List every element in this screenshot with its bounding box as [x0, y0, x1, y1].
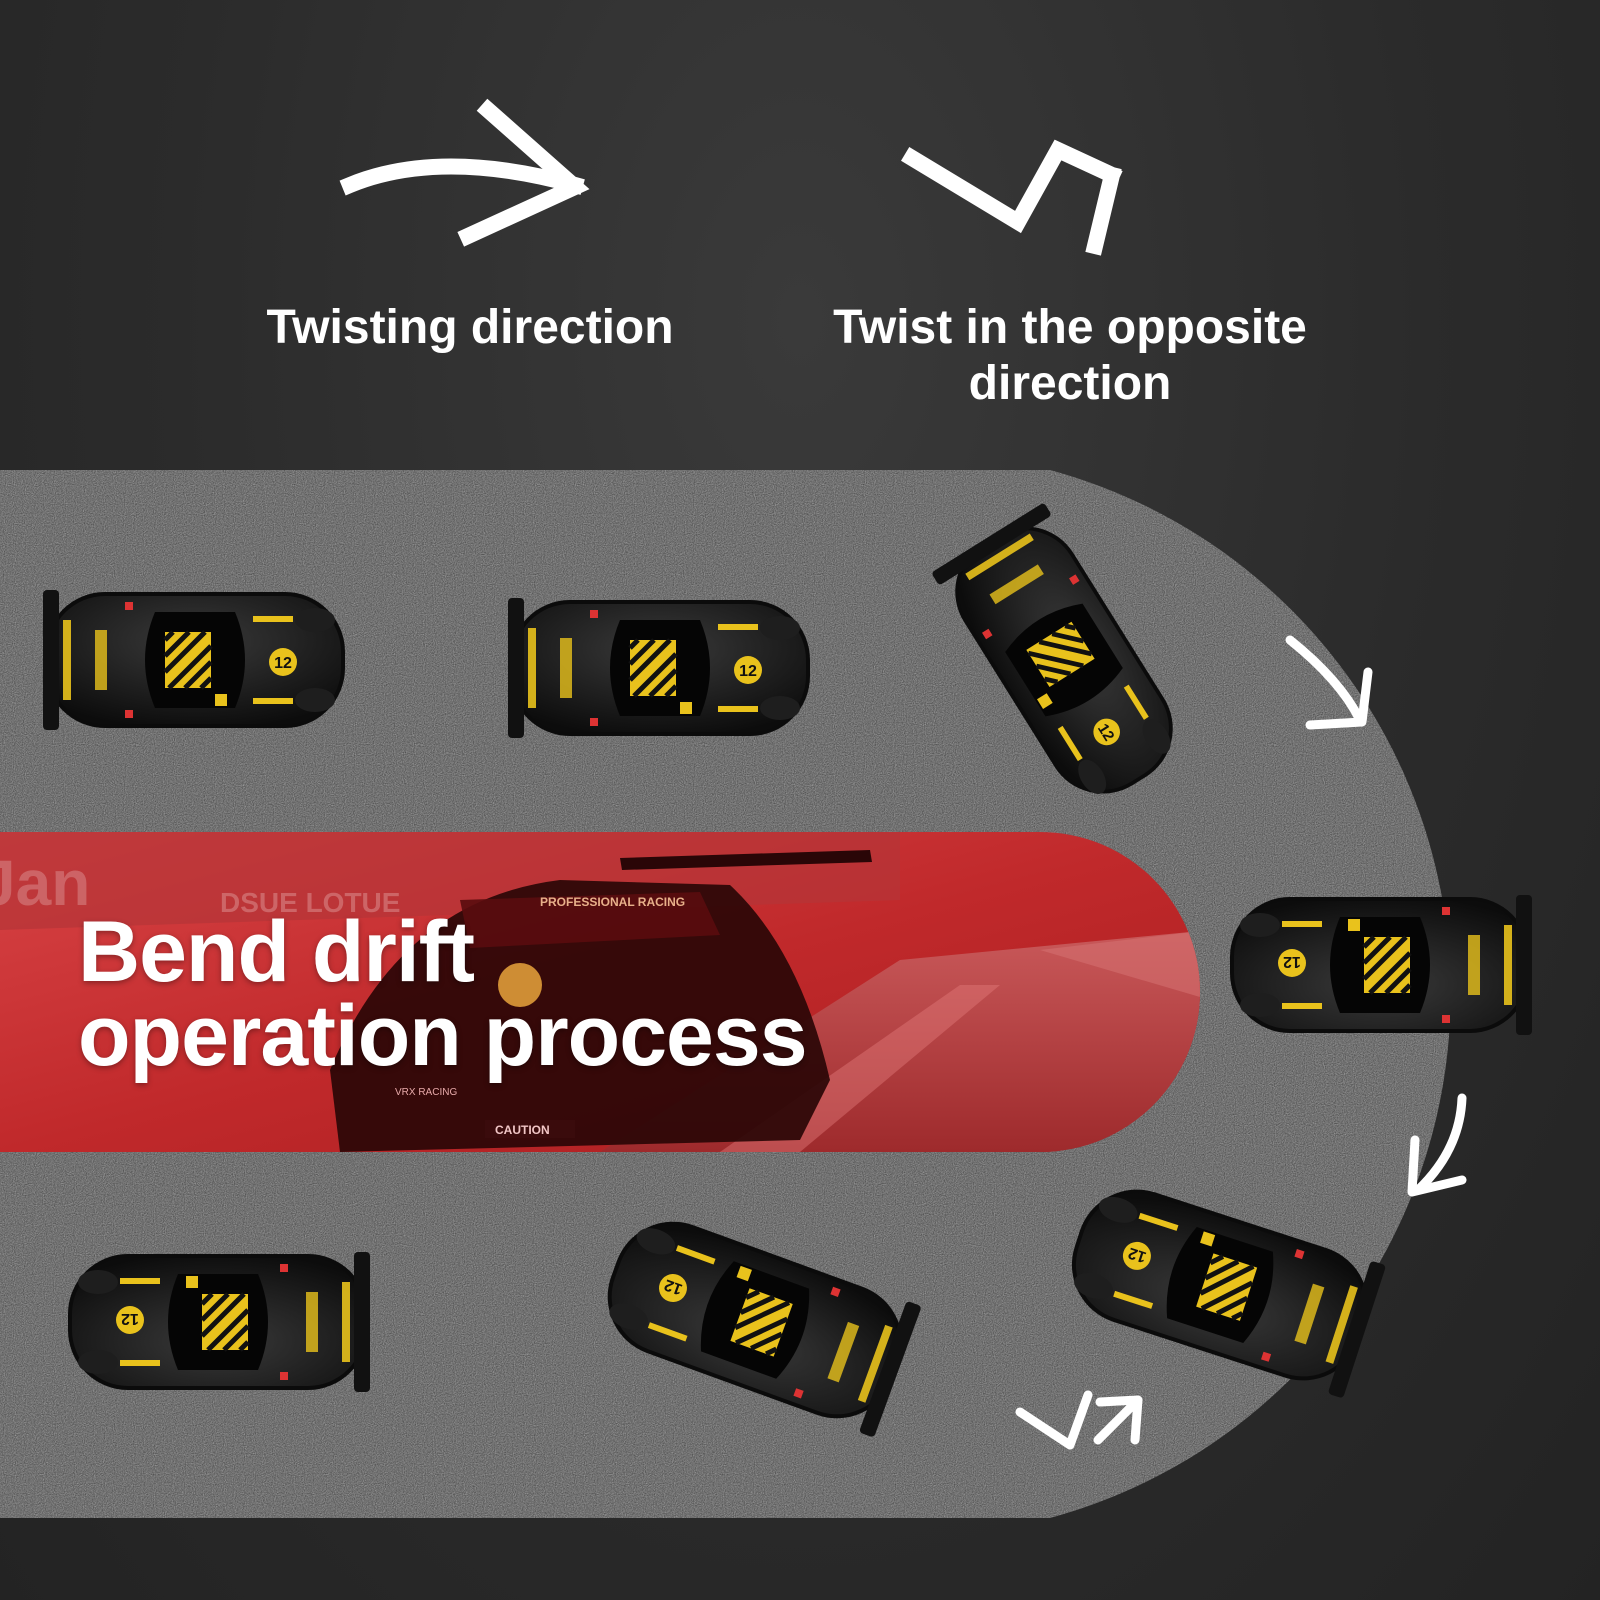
background-sponsor: DSUE LOTUE	[220, 887, 400, 918]
track-arrow-icon-1	[1285, 635, 1373, 730]
hero-car-badge: VRX RACING	[395, 1087, 457, 1098]
banner-title-line1: Bend drift	[78, 904, 475, 1000]
track-arrow-icon-3	[1015, 1390, 1143, 1450]
opposite-label-line1: Twist in the opposite	[833, 301, 1307, 354]
hero-car-plate: CAUTION	[495, 1123, 550, 1137]
banner-title-line2: operation process	[78, 988, 808, 1084]
track-arrow-icon-2	[1407, 1093, 1467, 1197]
hero-car-windshield: PROFESSIONAL RACING	[540, 895, 685, 909]
banner-title: Bend drift operation process	[78, 904, 808, 1084]
banner-panel: Jan DSUE LOTUE PROFESSIONAL RACING CAUTI…	[0, 832, 1200, 1152]
twisting-direction-label: Twisting direction	[266, 301, 674, 354]
opposite-direction-label: Twist in the opposite direction	[790, 300, 1350, 412]
rc-car-2	[508, 598, 810, 738]
rc-car-7	[68, 1252, 370, 1392]
opposite-label-line2: direction	[968, 357, 1172, 410]
rc-car-1	[43, 590, 345, 730]
curved-arrow-right-icon	[339, 158, 585, 196]
zigzag-arrow-icon	[901, 139, 1123, 256]
rc-car-4	[1230, 895, 1532, 1035]
background-sign: Jan	[0, 847, 90, 919]
curved-arrow-right-icon-head	[457, 98, 590, 247]
